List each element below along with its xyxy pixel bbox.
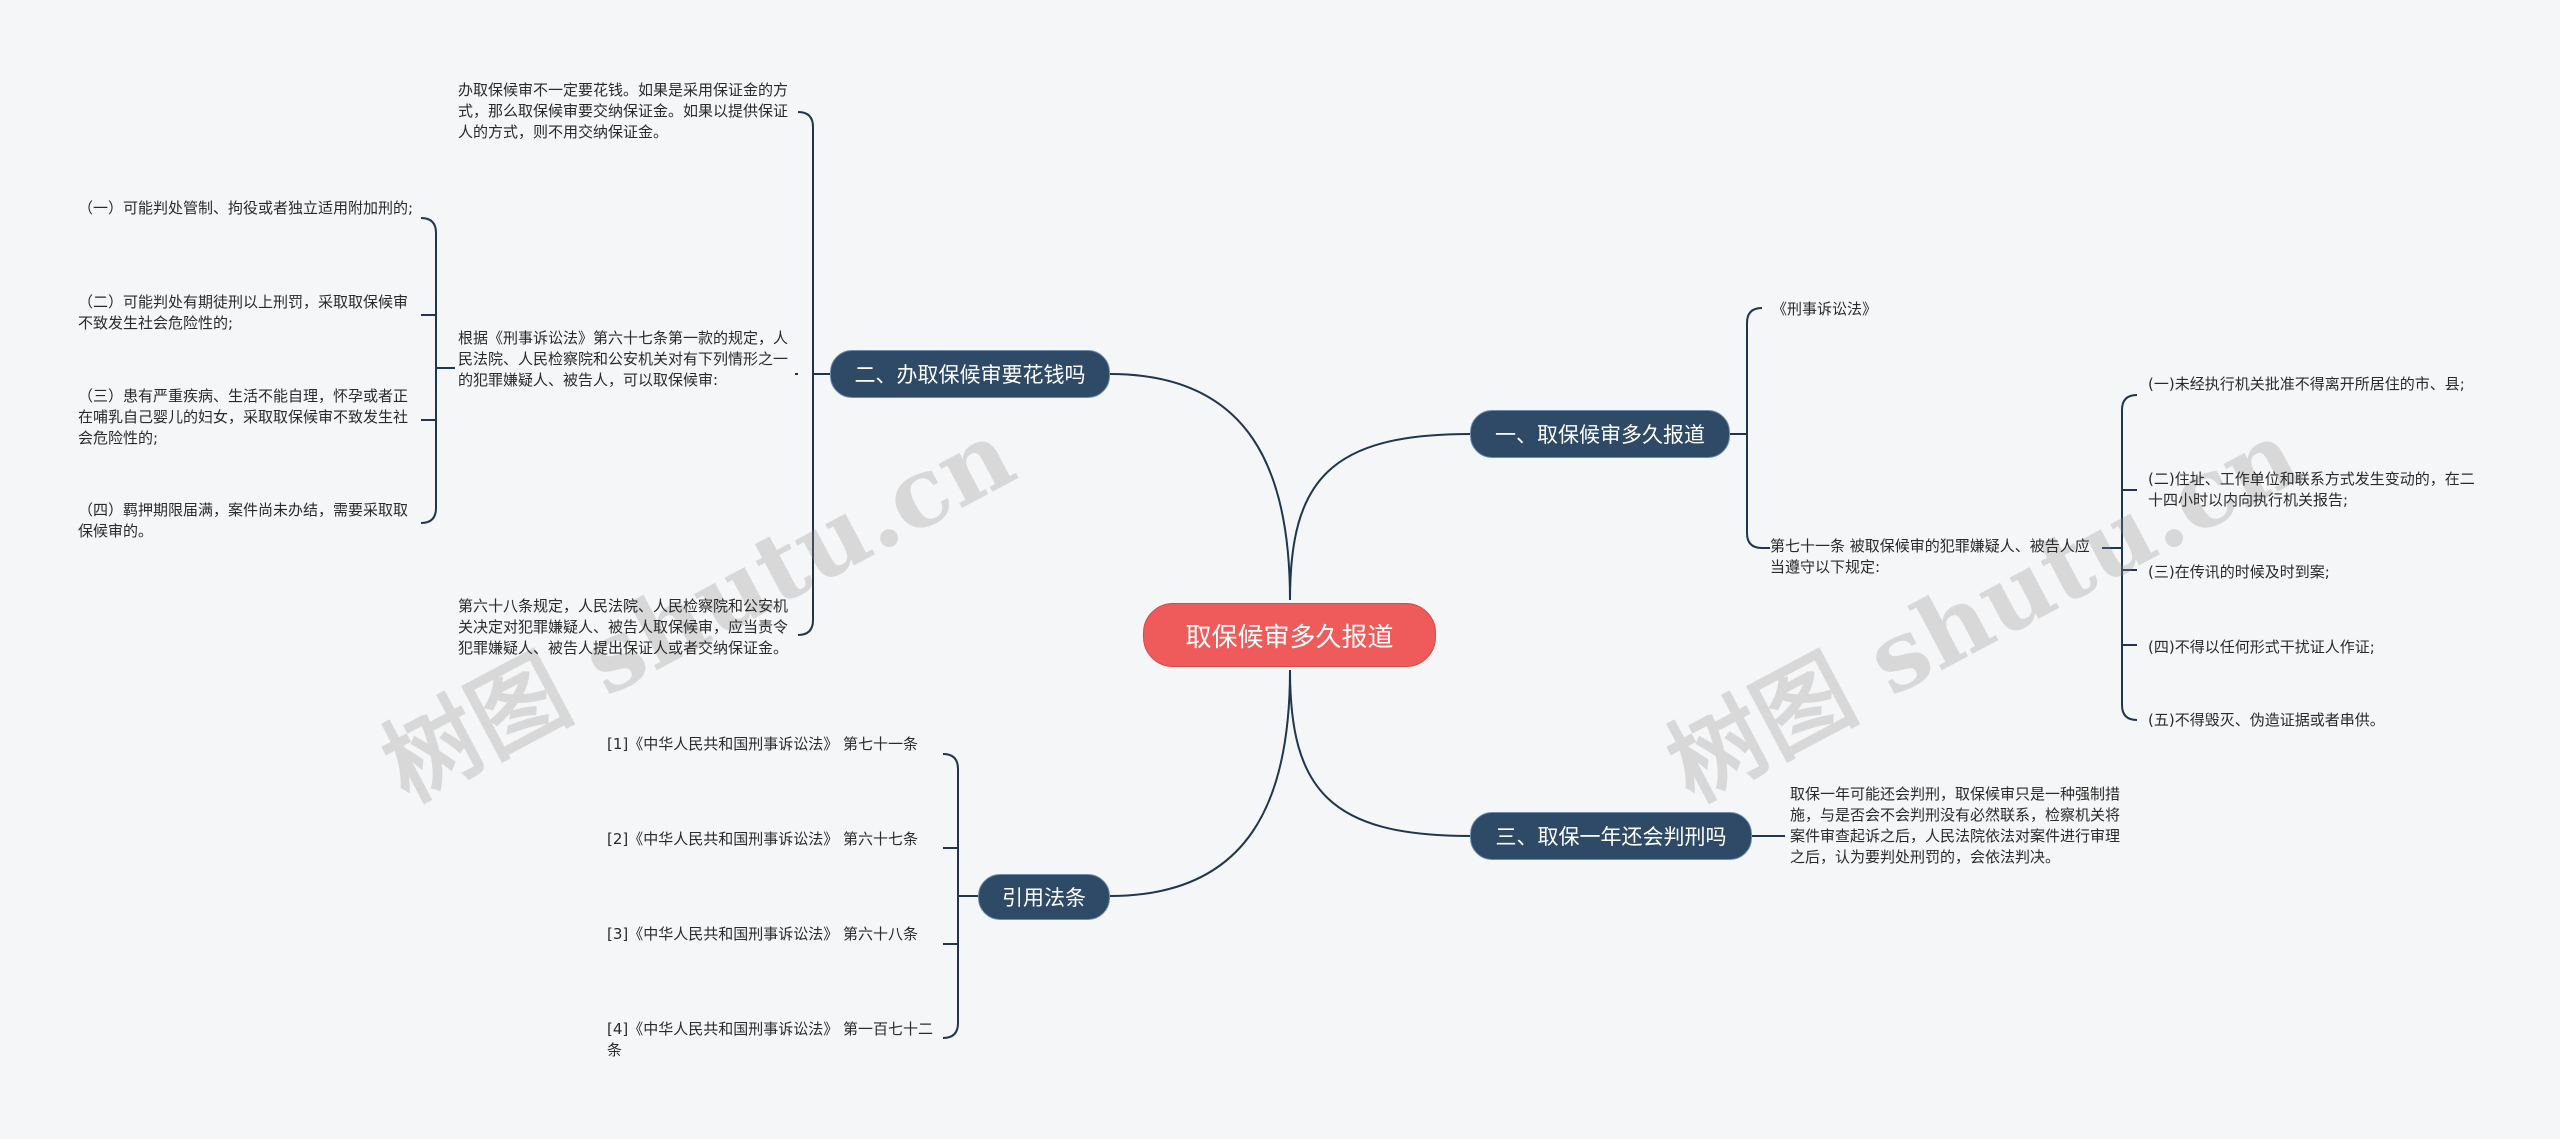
leaf-case-4: （四）羁押期限届满，案件尚未办结，需要采取取保候审的。 [78, 501, 409, 540]
leaf-case-1: （一）可能判处管制、拘役或者独立适用附加刑的; [78, 199, 414, 217]
leaf-article-67: 根据《刑事诉讼法》第六十七条第一款的规定，人民法院、人民检察院和公安机关对有下列… [458, 329, 789, 389]
bracket-b1-rules [2121, 394, 2138, 721]
leaf-rule-3: (三)在传讯的时候及时到案; [2148, 563, 2330, 581]
leaf-reference-1: [1]《中华人民共和国刑事诉讼法》 第七十一条 [607, 735, 919, 753]
leaf-case-3: （三）患有严重疾病、生活不能自理，怀孕或者正在哺乳自己婴儿的妇女，采取取保候审不… [78, 387, 409, 447]
root-node[interactable]: 取保候审多久报道 [1143, 603, 1436, 667]
branch-node-references[interactable]: 引用法条 [978, 874, 1110, 920]
leaf-rule-5: (五)不得毁灭、伪造证据或者串供。 [2148, 711, 2385, 729]
bracket-b1 [1746, 307, 1763, 549]
bracket-b4 [942, 753, 959, 1039]
leaf-sentence-answer: 取保一年可能还会判刑，取保候审只是一种强制措施，与是否会不会判刑没有必然联系，检… [1790, 785, 2121, 866]
connector-root-b2 [1109, 373, 1291, 601]
branch-node-report-time[interactable]: 一、取保候审多久报道 [1470, 410, 1730, 458]
leaf-rule-4: (四)不得以任何形式干扰证人作证; [2148, 638, 2375, 656]
leaf-rule-2: (二)住址、工作单位和联系方式发生变动的，在二十四小时以内向执行机关报告; [2148, 470, 2475, 509]
leaf-reference-2: [2]《中华人民共和国刑事诉讼法》 第六十七条 [607, 830, 919, 848]
branch-node-cost[interactable]: 二、办取保候审要花钱吗 [830, 350, 1110, 398]
leaf-case-2: （二）可能判处有期徒刑以上刑罚，采取取保候审不致发生社会危险性的; [78, 293, 409, 332]
connector-root-b4 [1109, 669, 1291, 897]
leaf-money-answer: 办取保候审不一定要花钱。如果是采用保证金的方式，那么取保候审要交纳保证金。如果以… [458, 81, 789, 141]
leaf-article-71: 第七十一条 被取保候审的犯罪嫌疑人、被告人应当遵守以下规定: [1770, 537, 2090, 576]
leaf-rule-1: (一)未经执行机关批准不得离开所居住的市、县; [2148, 375, 2465, 393]
leaf-reference-4: [4]《中华人民共和国刑事诉讼法》 第一百七十二条 [607, 1020, 934, 1059]
connector-root-b3 [1289, 669, 1471, 837]
branch-node-sentence[interactable]: 三、取保一年还会判刑吗 [1470, 812, 1752, 860]
leaf-law-name: 《刑事诉讼法》 [1772, 300, 1878, 318]
connector-root-b1 [1289, 433, 1471, 601]
leaf-article-68: 第六十八条规定，人民法院、人民检察院和公安机关决定对犯罪嫌疑人、被告人取保候审，… [458, 597, 789, 657]
bracket-b2 [797, 111, 814, 636]
leaf-reference-3: [3]《中华人民共和国刑事诉讼法》 第六十八条 [607, 925, 919, 943]
bracket-b2-cases [420, 217, 437, 524]
